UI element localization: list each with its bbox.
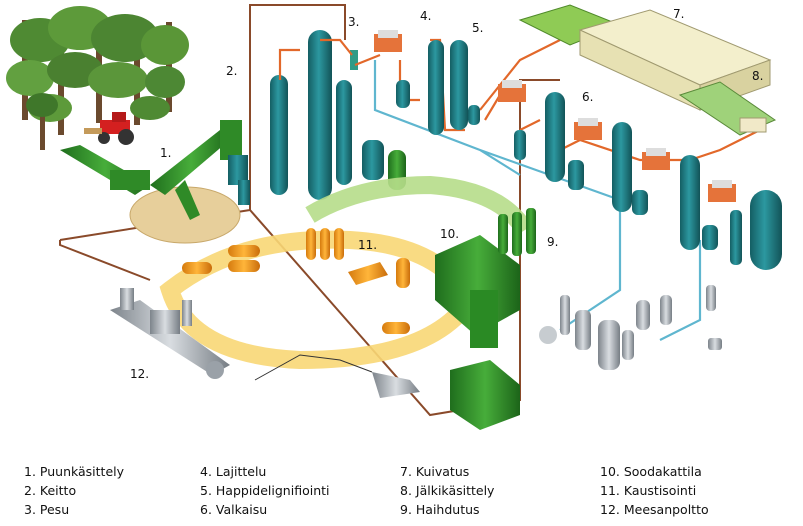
- chip-conveyor: [60, 120, 242, 220]
- forest-illustration: [6, 6, 189, 150]
- legend-item: 11. Kaustisointi: [600, 483, 697, 498]
- label-3: 3.: [348, 15, 359, 29]
- smelt-nozzle: [372, 372, 420, 398]
- legend-item: 2. Keitto: [24, 483, 77, 498]
- legend-item: 1. Puunkäsittely: [24, 464, 125, 479]
- causticizing-ring: [159, 230, 481, 370]
- causticizing-units: [182, 228, 410, 334]
- legend-item: 5. Happidelignifiointi: [200, 483, 330, 498]
- legend-column-1: 1. Puunkäsittely 2. Keitto 3. Pesu: [24, 462, 124, 519]
- legend-item: 7. Kuivatus: [400, 464, 470, 479]
- label-10: 10.: [440, 227, 459, 241]
- legend-item: 9. Haihdutus: [400, 502, 480, 517]
- legend-item: 4. Lajittelu: [200, 464, 267, 479]
- digester: [228, 30, 352, 205]
- legend-item: 3. Pesu: [24, 502, 70, 517]
- legend-column-3: 7. Kuivatus 8. Jälkikäsittely 9. Haihdut…: [400, 462, 494, 519]
- legend-column-2: 4. Lajittelu 5. Happidelignifiointi 6. V…: [200, 462, 330, 519]
- screening-units: [374, 30, 736, 202]
- process-diagram: 1. 2. 3. 4. 5. 6. 7. 8. 9. 10. 11. 12.: [6, 4, 782, 430]
- legend-item: 10. Soodakattila: [600, 464, 702, 479]
- legend-item: 6. Valkaisu: [200, 502, 268, 517]
- label-7: 7.: [673, 7, 684, 21]
- evaporation-ring: [305, 175, 533, 236]
- label-9: 9.: [547, 235, 558, 249]
- lime-kiln: [110, 288, 230, 379]
- legend: 1. Puunkäsittely 2. Keitto 3. Pesu 4. La…: [0, 462, 803, 522]
- label-11: 11.: [358, 238, 377, 252]
- label-2: 2.: [226, 64, 237, 78]
- recovery-boiler: [435, 208, 536, 430]
- label-6: 6.: [582, 90, 593, 104]
- blue-pipe: [373, 60, 702, 341]
- label-12: 12.: [130, 367, 149, 381]
- legend-item: 12. Meesanpoltto: [600, 502, 709, 517]
- drying-machine: [518, 4, 772, 111]
- label-4: 4.: [420, 9, 431, 23]
- evaporation-plant: [539, 285, 722, 370]
- label-8: 8.: [752, 69, 763, 83]
- washing-units: [350, 50, 406, 190]
- legend-column-4: 10. Soodakattila 11. Kaustisointi 12. Me…: [600, 462, 709, 519]
- legend-item: 8. Jälkikäsittely: [400, 483, 495, 498]
- label-5: 5.: [472, 21, 483, 35]
- label-1: 1.: [160, 146, 171, 160]
- finishing-line: [678, 81, 777, 136]
- power-line: [254, 354, 373, 381]
- bleaching-towers: [396, 40, 782, 270]
- tractor-icon: [84, 112, 134, 145]
